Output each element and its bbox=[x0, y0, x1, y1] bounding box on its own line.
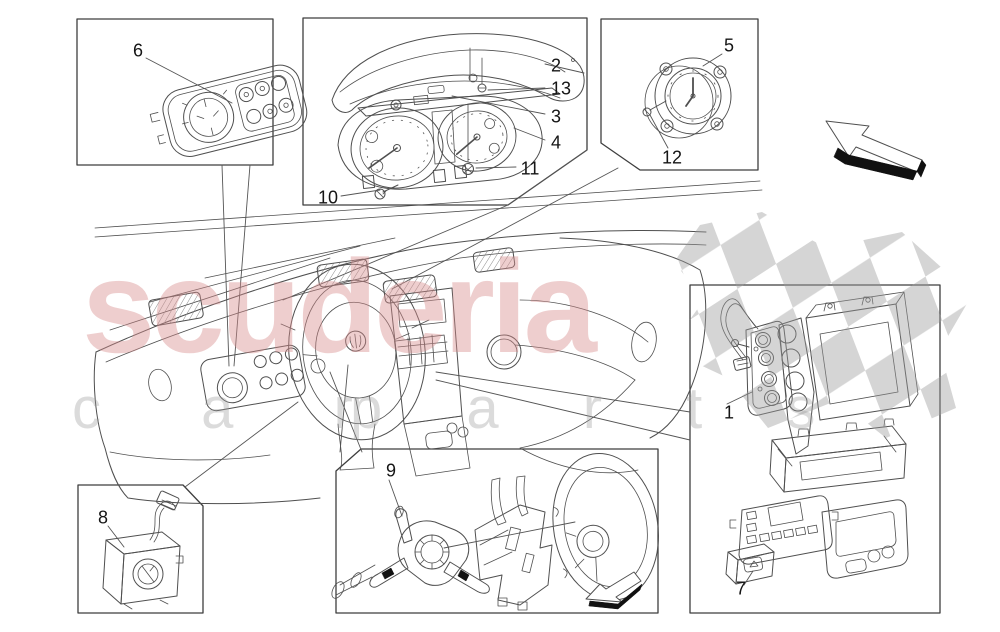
dimmer-switch-drawing bbox=[102, 490, 184, 610]
callout-10: 10 bbox=[317, 187, 339, 208]
box-headlight-switch bbox=[76, 18, 274, 166]
callout-1: 1 bbox=[723, 402, 735, 423]
callout-9: 9 bbox=[385, 460, 397, 481]
box-dimmer-switch bbox=[77, 484, 204, 614]
callout-2: 2 bbox=[550, 55, 562, 76]
checkered-flag-watermark bbox=[668, 212, 972, 438]
headlight-switch-drawing bbox=[149, 64, 308, 157]
box-steering-column bbox=[335, 448, 659, 614]
callout-3: 3 bbox=[550, 106, 562, 127]
watermark-brand: scuderia bbox=[82, 233, 599, 380]
radio-unit-drawing bbox=[729, 495, 839, 565]
watermark-sub-left: c a r bbox=[72, 376, 395, 441]
callout-5: 5 bbox=[723, 35, 735, 56]
callout-8: 8 bbox=[97, 507, 109, 528]
callout-12: 12 bbox=[661, 147, 683, 168]
mounting-cage-drawing bbox=[769, 418, 907, 493]
clock-screw-drawing bbox=[642, 100, 667, 117]
callout-13: 13 bbox=[550, 78, 572, 99]
clock-drawing bbox=[644, 57, 732, 139]
hazard-switch-drawing bbox=[725, 543, 775, 585]
leader-lines bbox=[107, 53, 754, 586]
callout-11: 11 bbox=[520, 158, 540, 179]
dashboard-sketch bbox=[93, 180, 763, 505]
trim-bezel-drawing bbox=[821, 499, 909, 579]
steering-column-drawing bbox=[331, 452, 659, 611]
callout-6: 6 bbox=[132, 40, 144, 61]
callout-4: 4 bbox=[550, 132, 562, 153]
callout-7: 7 bbox=[735, 578, 747, 599]
direction-arrow-drawing bbox=[825, 120, 927, 181]
box-clock bbox=[600, 18, 759, 171]
watermarks: scuderia c a r p a r t s bbox=[72, 212, 972, 441]
cluster-cover-drawing bbox=[331, 33, 585, 113]
instrument-cluster-drawing bbox=[337, 94, 543, 200]
